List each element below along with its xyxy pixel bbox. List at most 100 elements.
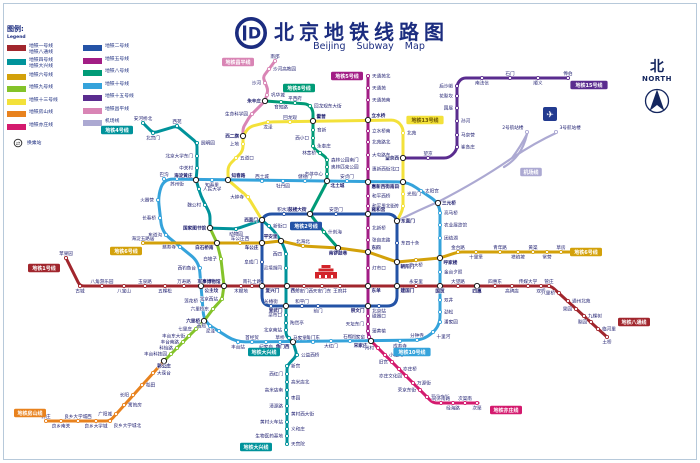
- station-label: 芍药居: [386, 183, 400, 190]
- legend-item-label: 地铁昌平线: [105, 106, 129, 112]
- legend-color-swatch: [7, 59, 26, 66]
- legend-color-swatch: [83, 95, 102, 102]
- line-line1: [63, 255, 610, 340]
- station-label: 双井: [444, 297, 454, 304]
- station-dot: [376, 303, 382, 309]
- transfer-station-dot: [213, 239, 221, 247]
- station-label: 3号航站楼: [560, 124, 582, 131]
- transfer-station-dot: [393, 258, 401, 266]
- station-label: 太阳宫: [425, 188, 439, 195]
- station-dot: [245, 194, 251, 200]
- svg-text:✈: ✈: [546, 111, 554, 121]
- legend-color-swatch: [7, 111, 26, 118]
- station-label: 泥洼: [206, 328, 216, 335]
- station-label: 南邵: [270, 53, 280, 60]
- station-label: 陶然亭: [290, 320, 304, 327]
- station-dot: [424, 394, 430, 400]
- station-dot: [284, 379, 290, 385]
- station-label: 丰台南路: [161, 339, 180, 346]
- line-badge-label: 地铁4号线: [105, 127, 128, 134]
- station-label: 西四: [273, 252, 283, 258]
- station-label: 稻田: [146, 382, 156, 389]
- station-label: 魏公村: [187, 202, 201, 209]
- legend-item-label: 地铁十号线: [105, 81, 129, 87]
- station-dot: [454, 132, 460, 138]
- legend-item-label: 地铁房山线: [29, 110, 53, 116]
- station-dot: [280, 178, 286, 184]
- station-label: 大钟寺: [230, 194, 244, 201]
- station-label: 大望路: [451, 278, 465, 285]
- line-badge: [248, 347, 280, 357]
- line-badge: [570, 247, 602, 257]
- station-label: 安定门: [329, 206, 343, 213]
- station-dot: [417, 387, 423, 393]
- station-dot: [150, 370, 156, 376]
- station-dot: [168, 351, 174, 357]
- line-badge-label: 地铁6号线: [114, 248, 137, 255]
- station-label: 长阳: [120, 392, 130, 399]
- station-label: 王府井: [333, 287, 347, 294]
- station-label: 经海路: [446, 404, 460, 411]
- station-label: 青年路: [493, 244, 507, 251]
- station-dot: [437, 319, 443, 325]
- station-label: 东直门: [401, 218, 415, 225]
- legend-color-swatch: [83, 120, 102, 127]
- line-badge-label: 地铁亦庄线: [493, 407, 518, 414]
- station-label: 管庄: [544, 278, 554, 285]
- line-airport: [395, 129, 559, 223]
- station-label: 惠新西街南口: [372, 183, 400, 190]
- station-label: 牡丹园: [276, 182, 290, 189]
- station-dot: [259, 259, 265, 265]
- transfer-station-dot: [364, 116, 372, 124]
- station-label: 顺义: [533, 80, 543, 86]
- station-label: 回龙观东大街: [314, 103, 342, 110]
- station-label: 安河桥北: [134, 115, 153, 122]
- station-label: 十里堡: [469, 253, 483, 260]
- transfer-station-dot: [393, 282, 401, 290]
- station-dot: [437, 309, 443, 315]
- legend-item: 地铁房山线: [7, 110, 83, 119]
- station-dot: [558, 249, 564, 255]
- station-label: 永安里: [409, 278, 423, 285]
- station-dot: [240, 141, 246, 147]
- station-dot: [284, 426, 290, 432]
- station-label: 朝阳门: [401, 263, 415, 270]
- station-label: 亦庄桥: [403, 366, 417, 373]
- station-dot: [430, 329, 436, 335]
- station-label: 平安里: [264, 233, 278, 240]
- line-badge: [222, 57, 254, 67]
- station-label: 国贸: [435, 287, 445, 294]
- line-line15: [401, 75, 571, 161]
- line-badge-label: 地铁房山线: [17, 410, 42, 417]
- station-label: 西小口: [295, 135, 309, 142]
- station-label: 菜市口: [268, 312, 282, 319]
- station-label: 圆明园: [201, 141, 215, 147]
- station-label: 良乡南关: [52, 422, 71, 429]
- station-dot: [479, 75, 485, 81]
- station-label: 高米店南: [265, 387, 284, 394]
- line-badge-label: 地铁8号线: [287, 85, 310, 92]
- line-badge: [570, 80, 608, 90]
- station-dot: [324, 157, 330, 163]
- station-dot: [281, 211, 287, 217]
- station-dot: [418, 188, 424, 194]
- station-label: 玉泉路: [138, 278, 152, 285]
- line-badge-label: 地铁5号线: [335, 73, 358, 80]
- station-label: 角门东: [306, 334, 320, 341]
- station-dot: [284, 363, 290, 369]
- transfer-station-dot: [224, 176, 232, 184]
- station-label: 永泰庄: [317, 143, 331, 150]
- station-label: 果园: [563, 307, 573, 313]
- station-dot: [58, 418, 64, 424]
- station-dot: [396, 366, 402, 372]
- station-label: 呼家楼: [444, 259, 458, 266]
- station-dot: [266, 223, 272, 229]
- station-label: 森林公园南门: [331, 157, 359, 164]
- station-label: 义和庄: [291, 426, 305, 433]
- station-label: 育新: [317, 127, 327, 134]
- transfer-station-dot: [192, 176, 200, 184]
- station-dot: [299, 303, 305, 309]
- station-label: 古城: [75, 287, 85, 294]
- station-label: 望京西: [385, 155, 399, 162]
